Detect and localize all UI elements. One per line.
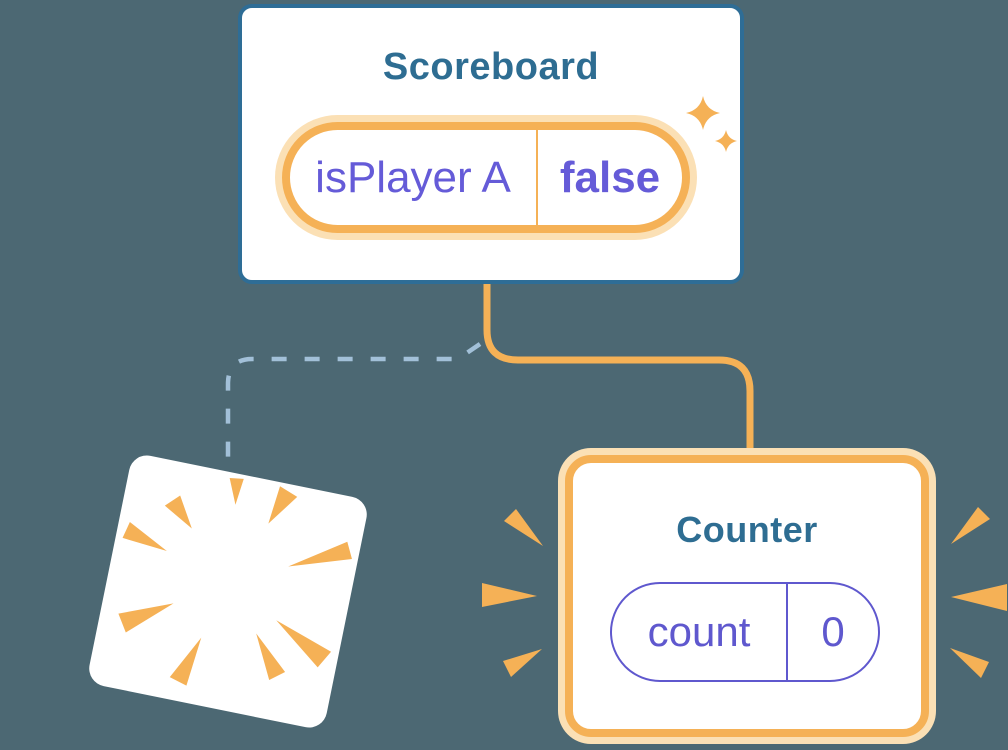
state-name-label: isPlayer A xyxy=(290,130,538,225)
state-value-label: 0 xyxy=(821,608,845,655)
scoreboard-card: Scoreboard isPlayer A false xyxy=(238,4,744,284)
destroyed-component-card xyxy=(86,452,370,731)
burst-icon xyxy=(118,478,352,686)
scoreboard-state-pill: isPlayer A false xyxy=(282,122,690,233)
counter-state-pill: count 0 xyxy=(610,582,880,682)
counter-card: Counter count 0 xyxy=(565,455,929,737)
state-name-label: count xyxy=(612,584,788,680)
state-value-label: false xyxy=(559,152,661,202)
counter-title: Counter xyxy=(676,509,818,550)
scoreboard-title: Scoreboard xyxy=(382,46,600,88)
sparkle-icon xyxy=(686,96,737,152)
kept-branch-connector-line xyxy=(483,283,754,453)
removed-branch-dashed-line xyxy=(225,342,482,462)
